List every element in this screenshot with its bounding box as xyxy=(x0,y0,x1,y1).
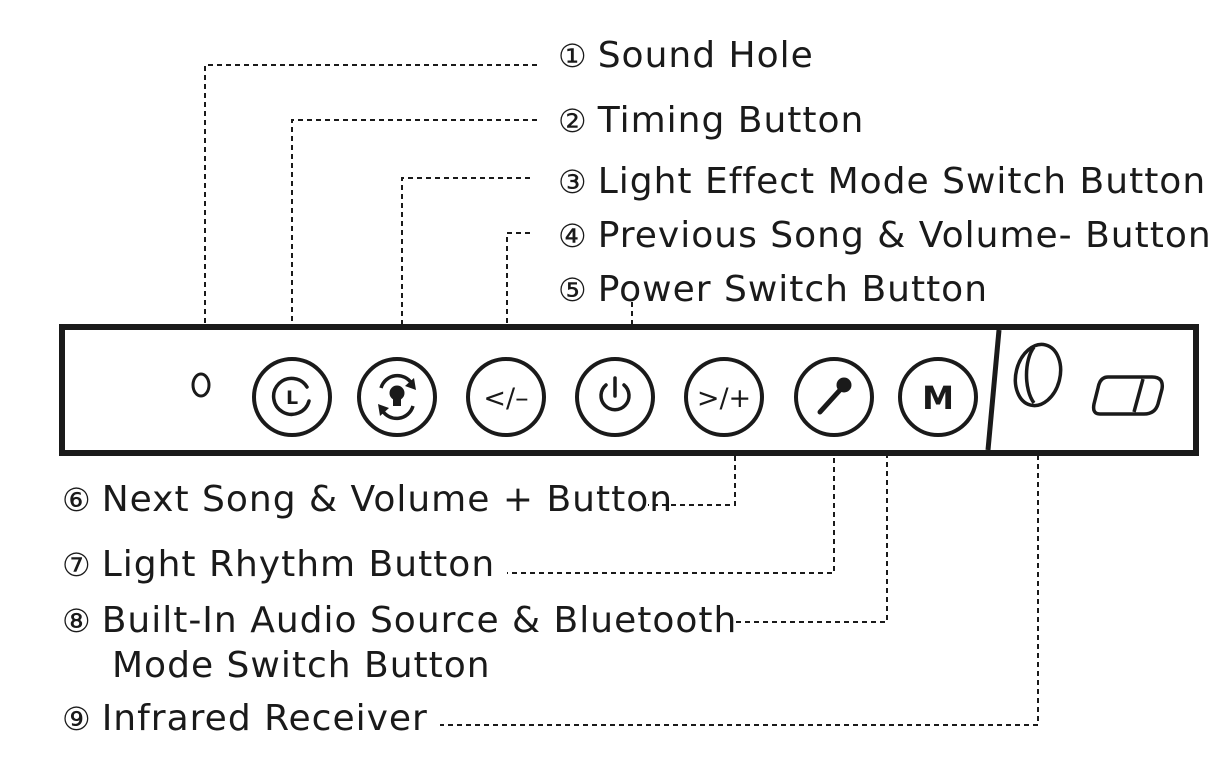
leader-next-button xyxy=(648,438,736,506)
panel-divider xyxy=(985,329,1002,451)
next-icon: >/+ xyxy=(697,383,751,414)
light-rhythm-button[interactable] xyxy=(794,357,874,437)
label-number: ⑧ xyxy=(62,602,92,640)
label-text: Power Switch Button xyxy=(597,269,989,310)
leader-previous-button xyxy=(506,232,530,356)
leader-light-effect-button xyxy=(401,177,530,356)
timing-button[interactable]: L xyxy=(252,357,332,437)
label-text: Next Song & Volume + Button xyxy=(101,479,674,520)
label-text: Light Effect Mode Switch Button xyxy=(597,161,1207,202)
label-number: ⑥ xyxy=(62,481,92,519)
leader-audio-source-button xyxy=(730,435,888,623)
mode-icon: M xyxy=(922,379,954,417)
slide-switch[interactable] xyxy=(1091,375,1165,416)
light-effect-icon xyxy=(378,373,416,421)
next-button[interactable]: >/+ xyxy=(684,357,764,437)
leader-sound-hole xyxy=(204,64,537,368)
label-text: Previous Song & Volume- Button xyxy=(597,215,1212,256)
leader-light-rhythm-button xyxy=(507,440,835,574)
label-text: Infrared Receiver xyxy=(101,698,428,739)
label-number: ⑤ xyxy=(558,271,588,309)
label-text: Light Rhythm Button xyxy=(101,544,496,585)
leader-timing-button xyxy=(291,119,537,356)
switch-icon xyxy=(1091,375,1165,416)
previous-icon: </– xyxy=(483,383,528,414)
mode-switch-button[interactable]: M xyxy=(898,357,978,437)
leader-infrared-receiver xyxy=(440,410,1039,726)
power-button[interactable] xyxy=(575,357,655,437)
infrared-receiver-icon xyxy=(1013,342,1063,408)
label-number: ③ xyxy=(558,163,588,201)
label-text: Timing Button xyxy=(597,100,865,141)
sound-hole-icon xyxy=(191,372,211,398)
previous-button[interactable]: </– xyxy=(466,357,546,437)
label-audio-source-button-line2: Mode Switch Button xyxy=(112,646,491,686)
label-number: ② xyxy=(558,102,588,140)
light-effect-button[interactable] xyxy=(357,357,437,437)
label-text: Sound Hole xyxy=(597,35,814,76)
label-text: Mode Switch Button xyxy=(112,645,491,686)
microphone-icon xyxy=(817,377,852,415)
timer-symbol: L xyxy=(286,387,298,409)
label-text: Built-In Audio Source & Bluetooth xyxy=(101,600,738,641)
label-number: ⑨ xyxy=(62,700,92,738)
label-number: ⑦ xyxy=(62,546,92,584)
label-number: ④ xyxy=(558,217,588,255)
power-icon xyxy=(599,376,631,412)
label-number: ① xyxy=(558,37,588,75)
timer-icon: L xyxy=(271,376,311,417)
